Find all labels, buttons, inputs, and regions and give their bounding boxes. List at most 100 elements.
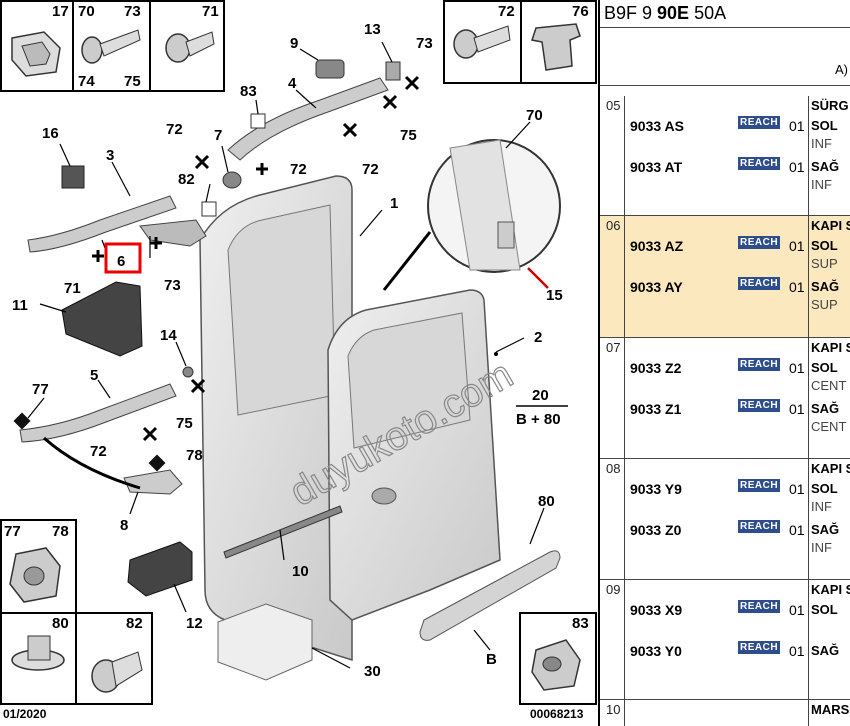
clip-17-icon (11, 31, 61, 77)
part-position: INF (811, 499, 832, 514)
callout-75c: 75 (176, 415, 193, 432)
nut-76-icon (531, 23, 581, 71)
group-description: KAPI S (811, 340, 850, 355)
callout-73b: 73 (416, 35, 433, 52)
grommet-83-icon (531, 639, 581, 691)
clip-80-icon (11, 635, 65, 671)
leader-rail5-roller (43, 436, 141, 490)
part-side: SAĞ (811, 279, 840, 294)
inset-fasteners-top-left (0, 0, 225, 92)
leader-detail-15 (527, 267, 549, 289)
part-13 (385, 61, 401, 81)
inset-fasteners-top-right (443, 0, 597, 84)
sliding-door-rear (199, 175, 353, 662)
part-side: SOL (811, 360, 838, 375)
kit-30 (217, 603, 313, 681)
rod-10 (223, 505, 343, 559)
leader-lines (27, 41, 545, 669)
rail-4 (227, 77, 389, 161)
part-number: 9033 AZ (630, 238, 684, 254)
column-divider (624, 338, 625, 458)
reach-badge: REACH (738, 157, 781, 170)
callout-72-inset: 72 (498, 3, 515, 20)
callout-78-inset: 78 (52, 523, 69, 540)
part-number: 9033 AY (630, 279, 683, 295)
callout-76: 76 (572, 3, 589, 20)
part-side: SOL (811, 481, 838, 496)
column-divider (808, 96, 809, 215)
inset-fastener-bottom-right (519, 612, 597, 705)
part-16 (61, 165, 85, 189)
part-quantity: 01 (789, 643, 805, 659)
rivet-82-icon (91, 651, 143, 693)
column-divider (808, 700, 809, 726)
callout-11: 11 (12, 297, 28, 314)
reach-badge: REACH (738, 277, 781, 290)
callout-1: 1 (390, 195, 398, 212)
callout-17: 17 (52, 3, 69, 20)
footer-diagram-id: 00068213 (530, 707, 584, 721)
callout-9: 9 (290, 35, 298, 52)
callout-7: 7 (214, 127, 222, 144)
column-divider (624, 580, 625, 699)
callout-72b: 72 (362, 161, 379, 178)
marker-78 (148, 454, 166, 472)
column-divider (808, 338, 809, 458)
part-number: 9033 AS (630, 118, 684, 134)
callout-70b: 70 (526, 107, 543, 124)
bracket-11 (61, 281, 143, 357)
footer-date: 01/2020 (3, 707, 47, 721)
group-description: KAPI S (811, 461, 850, 476)
fastener-markers (92, 75, 420, 442)
group-number: 09 (606, 582, 621, 597)
column-divider (808, 580, 809, 699)
column-divider (624, 216, 625, 337)
callout-6-highlight (104, 242, 142, 274)
header-prefix: B9F 9 (604, 3, 658, 23)
part-side: SAĞ (811, 401, 840, 416)
part-quantity: 01 (789, 522, 805, 538)
callout-20: 20 (532, 387, 549, 404)
part-position: SUP (811, 256, 838, 271)
part-quantity: 01 (789, 238, 805, 254)
group-number: 07 (606, 340, 621, 355)
part-quantity: 01 (789, 401, 805, 417)
parts-diagram: 17 70 73 71 74 75 72 76 (0, 0, 597, 721)
group-number: 05 (606, 98, 621, 113)
part-side: SAĞ (811, 522, 840, 537)
group-description: KAPI S (811, 582, 850, 597)
callout-2: 2 (534, 329, 542, 346)
part-number: 9033 Y9 (630, 481, 682, 497)
part-number: 9033 X9 (630, 602, 683, 618)
callout-72e: 72 (90, 443, 107, 460)
callout-80: 80 (538, 493, 555, 510)
reach-badge: REACH (738, 358, 781, 371)
inset-fasteners-bottom-left (0, 519, 153, 705)
reach-badge: REACH (738, 479, 781, 492)
screw-72-icon (453, 25, 511, 59)
part-14 (182, 366, 194, 378)
part-number: 9033 AT (630, 159, 683, 175)
rail-3 (27, 195, 177, 253)
leader-2 (495, 337, 525, 353)
reach-badge: REACH (738, 641, 781, 654)
callout-6: 6 (117, 253, 125, 270)
part-9 (315, 59, 345, 79)
part-number: 9033 Z2 (630, 360, 682, 376)
